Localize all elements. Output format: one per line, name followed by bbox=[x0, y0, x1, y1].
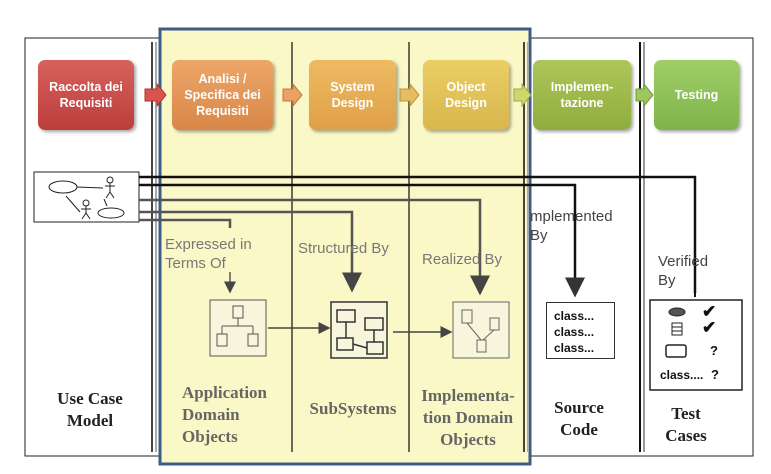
verified-label: Verified By bbox=[658, 253, 709, 289]
phase-testing: Testing bbox=[654, 60, 739, 130]
class-icon bbox=[671, 322, 683, 336]
use-case-connections bbox=[139, 175, 697, 298]
phase-arrow-4 bbox=[513, 82, 532, 108]
phase-requirements-elicitation: Raccolta dei Requisiti bbox=[38, 60, 134, 130]
application-domain-icon bbox=[209, 299, 267, 357]
test-class-line: class.... bbox=[660, 368, 704, 382]
test-cases-box bbox=[649, 299, 743, 391]
subsystems-label: SubSystems bbox=[309, 399, 397, 418]
check-mark-2: ✔ bbox=[702, 318, 717, 337]
phase-system-design: System Design bbox=[309, 60, 396, 130]
phase-arrows bbox=[144, 82, 654, 108]
phase-label: System Design bbox=[330, 80, 375, 110]
source-code-label: Source Code bbox=[554, 398, 604, 439]
question-mark-1: ? bbox=[710, 343, 718, 358]
question-mark-2: ? bbox=[711, 367, 719, 382]
phase-arrow-2 bbox=[282, 82, 303, 108]
realized-label: Realized By bbox=[422, 251, 503, 268]
usecase-icon bbox=[668, 307, 686, 317]
phase-arrow-1 bbox=[144, 82, 167, 108]
source-code-box: class... class... class... bbox=[546, 302, 615, 359]
implementation-domain-icon bbox=[452, 301, 510, 359]
application-domain-label: Application Domain Objects bbox=[182, 383, 268, 446]
use-case-model-icon bbox=[33, 171, 140, 223]
phase-label: Testing bbox=[674, 88, 719, 102]
implementation-domain-label: Implementa- tion Domain Objects bbox=[421, 386, 515, 449]
phase-arrow-5 bbox=[635, 82, 654, 108]
phase-requirements-analysis: Analisi / Specifica dei Requisiti bbox=[172, 60, 273, 130]
phase-label: Implemen- tazione bbox=[550, 80, 614, 110]
test-cases-label: Test Cases bbox=[665, 404, 707, 445]
column-dividers bbox=[151, 42, 645, 452]
phase-implementation: Implemen- tazione bbox=[533, 60, 631, 130]
phase-object-design: Object Design bbox=[423, 60, 509, 130]
phase-label: Object Design bbox=[445, 80, 487, 110]
subsystems-icon bbox=[330, 301, 388, 359]
structured-label: Structured By bbox=[298, 240, 389, 257]
phase-label: Raccolta dei Requisiti bbox=[49, 80, 123, 110]
use-case-model-label: Use Case Model bbox=[57, 389, 123, 430]
phase-arrow-3 bbox=[399, 82, 420, 108]
phase-label: Analisi / Specifica dei Requisiti bbox=[184, 72, 261, 118]
check-mark-1: ✔ bbox=[702, 302, 717, 321]
implemented-label: mplemented By bbox=[530, 208, 613, 244]
expressed-label: Expressed in Terms Of bbox=[165, 236, 252, 272]
subsystem-icon bbox=[665, 344, 687, 358]
